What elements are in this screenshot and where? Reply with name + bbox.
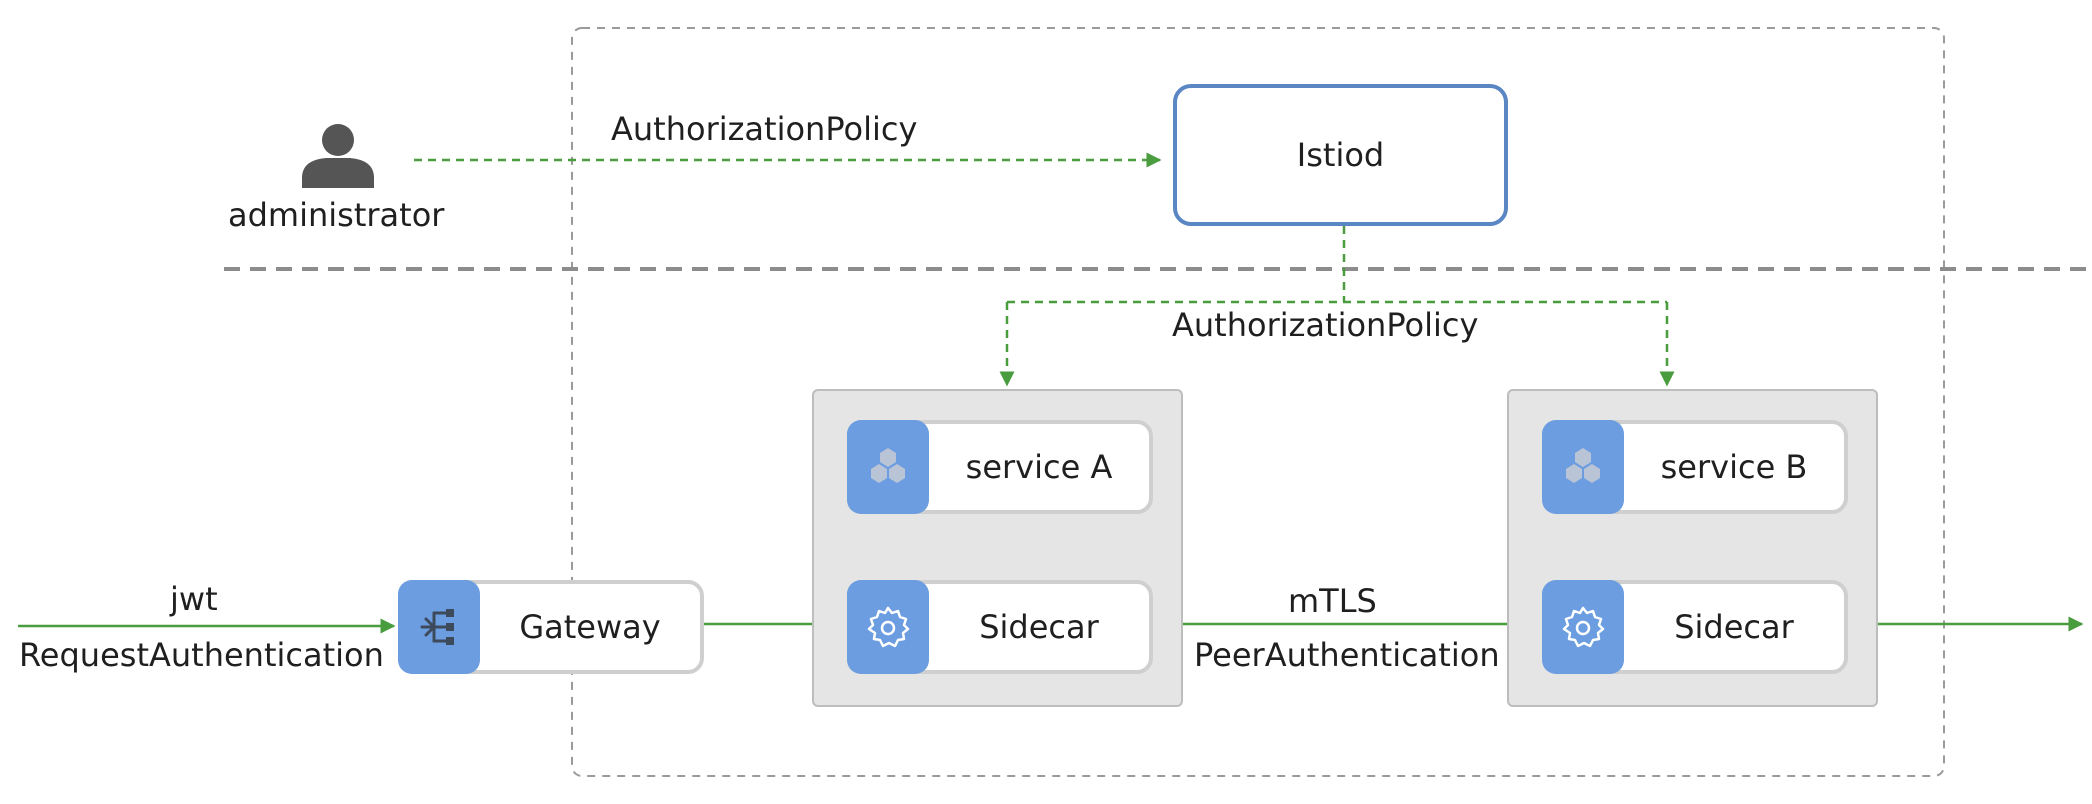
gateway-label: Gateway — [519, 608, 661, 646]
peer-authentication-label: PeerAuthentication — [1194, 636, 1500, 674]
istiod-node: Istiod — [1173, 84, 1508, 226]
service-b-label: service B — [1660, 448, 1808, 486]
sidecar-b-node: Sidecar — [1542, 580, 1848, 674]
administrator-label: administrator — [228, 196, 445, 234]
person-icon — [302, 124, 374, 188]
gear-icon — [1542, 580, 1624, 674]
hexagon-cluster-icon — [1542, 420, 1624, 514]
admin-policy-label: AuthorizationPolicy — [611, 110, 918, 148]
administrator-actor: administrator — [228, 122, 448, 242]
service-b-node: service B — [1542, 420, 1848, 514]
istiod-policy-label: AuthorizationPolicy — [1172, 306, 1479, 344]
jwt-label: jwt — [170, 580, 218, 618]
mtls-label: mTLS — [1288, 582, 1377, 620]
pod-a: service A Sidecar — [812, 389, 1183, 707]
pod-b: service B Sidecar — [1507, 389, 1878, 707]
sidecar-b-label: Sidecar — [1674, 608, 1794, 646]
service-a-label: service A — [965, 448, 1113, 486]
gear-icon — [847, 580, 929, 674]
service-a-node: service A — [847, 420, 1153, 514]
network-topology-icon — [398, 580, 480, 674]
istiod-label: Istiod — [1296, 136, 1385, 174]
sidecar-a-label: Sidecar — [979, 608, 1099, 646]
istiod-to-pods-connector — [1007, 226, 1667, 304]
hexagon-cluster-icon — [847, 420, 929, 514]
sidecar-a-node: Sidecar — [847, 580, 1153, 674]
gateway-node: Gateway — [398, 580, 704, 674]
request-authentication-label: RequestAuthentication — [19, 636, 384, 674]
mesh-boundary — [571, 27, 1945, 777]
